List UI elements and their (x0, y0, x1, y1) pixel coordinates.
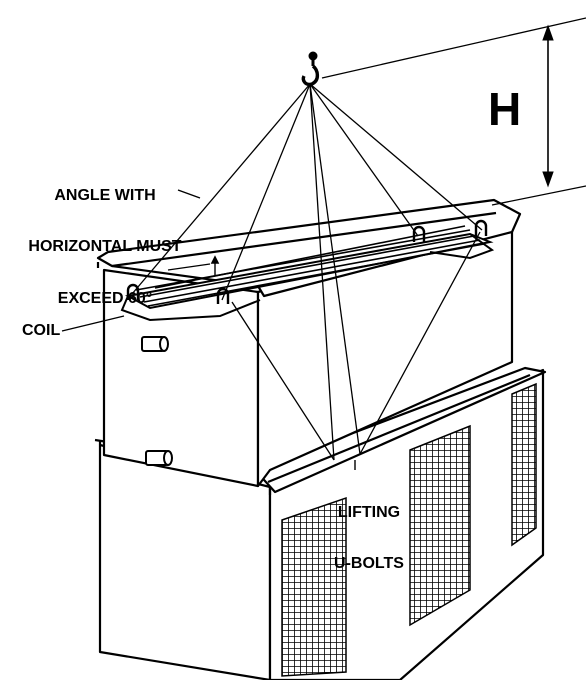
sling-5 (309, 83, 335, 461)
height-label: H (488, 83, 522, 135)
leader-lines (61, 189, 356, 470)
u-bolt-front-right (216, 287, 230, 304)
sling-6 (309, 83, 361, 455)
crane-hook (301, 51, 320, 87)
sling-2 (221, 83, 311, 301)
lifting-slings (131, 83, 483, 461)
angle-label-line-1: ANGLE WITH (54, 186, 156, 204)
sling-3 (309, 83, 419, 237)
sling-1 (131, 83, 311, 295)
grille-panels (281, 382, 537, 677)
angle-leader (177, 189, 201, 199)
angle-requirement-label: ANGLE WITH HORIZONTAL MUST EXCEED 60° (2, 152, 208, 325)
lifting-label-line-1: LIFTING (337, 503, 401, 521)
u-bolt-front-left (126, 283, 140, 300)
grille-panel-mid (409, 424, 471, 627)
dimension-arrow-up (542, 24, 554, 41)
lifting-u-bolts-label: LIFTING U-BOLTS (325, 469, 413, 590)
dimension-extension-bottom (491, 185, 586, 206)
height-dimension (321, 17, 586, 206)
sling-4 (309, 83, 483, 231)
u-bolt-rear-left (412, 225, 426, 242)
dimension-extension-top (321, 17, 586, 79)
pipe-stub-lower (145, 450, 173, 466)
angle-label-line-3: EXCEED 60° (57, 290, 153, 308)
grille-panel-right (511, 382, 537, 547)
lifting-label-line-2: U-BOLTS (334, 555, 404, 573)
coil-leader (61, 315, 125, 332)
pipe-stub-upper (141, 336, 169, 352)
pipe-connections (141, 336, 173, 466)
coil-label: COIL (22, 322, 61, 339)
angle-label-line-2: HORIZONTAL MUST (28, 238, 182, 256)
grille-panel-left (281, 496, 347, 677)
dimension-arrow-down (542, 171, 554, 188)
